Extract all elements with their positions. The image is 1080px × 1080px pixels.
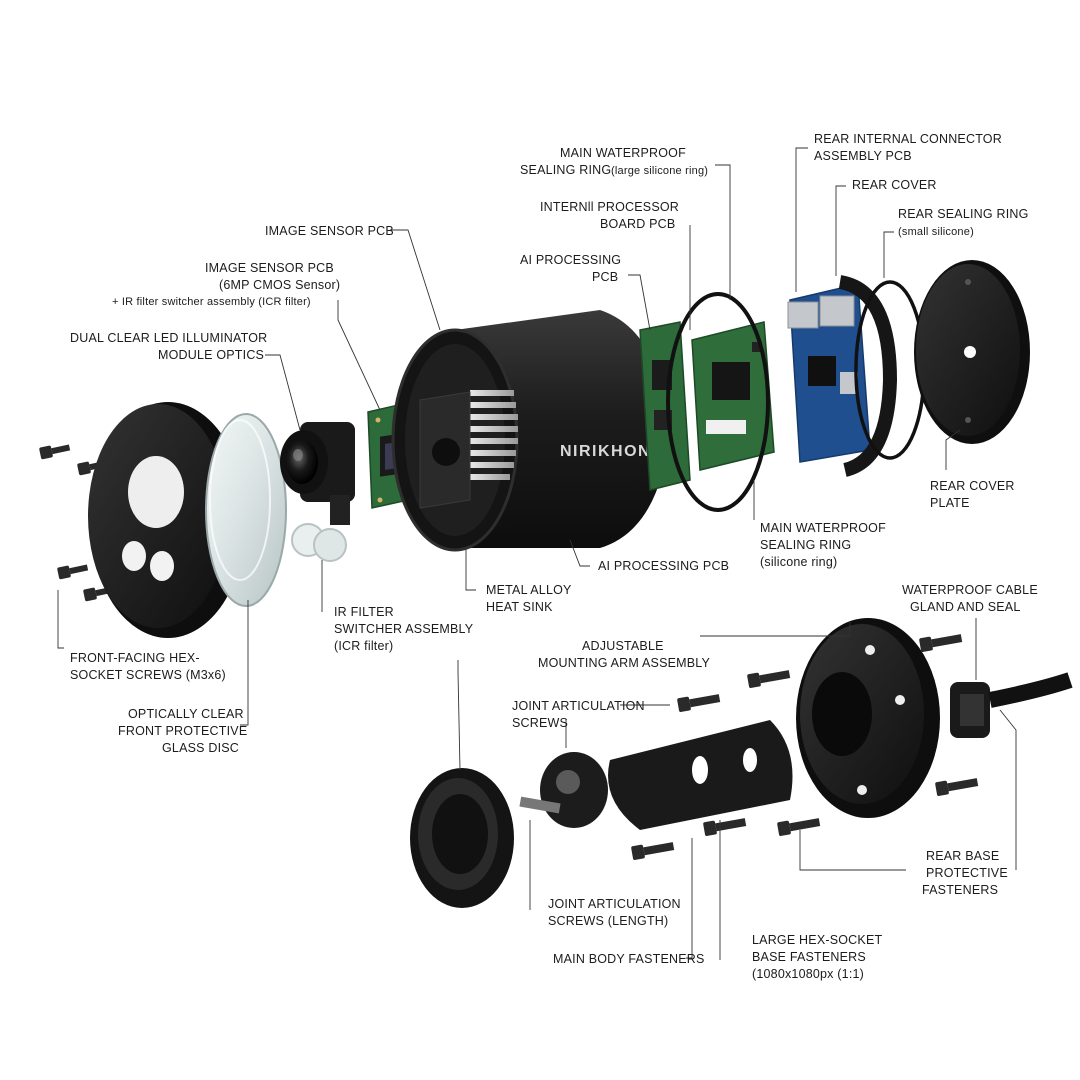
label-dual-led-optics: DUAL CLEAR LED ILLUMINATOR [70,331,267,345]
label-rear-base-fasteners-2: PROTECTIVE [926,866,1008,880]
internal-processor-pcb [691,321,775,471]
label-main-ring-silicone-2: SEALING RING [760,538,851,552]
lens-module [280,422,355,525]
label-image-sensor-pcb-detail-3: + IR filter switcher assembly (ICR filte… [112,296,311,308]
label-ai-pcb-bottom: AI PROCESSING PCB [598,559,729,573]
label-image-sensor-pcb-top: IMAGE SENSOR PCB [265,224,394,238]
label-ir-filter: IR FILTER [334,605,394,619]
mount-cup [410,768,514,908]
label-ir-filter-3: (ICR filter) [334,639,393,653]
label-ai-pcb-top-2: PCB [592,270,618,284]
main-housing: NIRIKHON [391,310,670,552]
label-large-base-fasteners: LARGE HEX-SOCKET [752,933,882,947]
label-main-ring-large-2: SEALING RING [520,163,611,177]
label-main-ring-large: MAIN WATERPROOF [560,146,686,160]
label-rear-cover-plate-2: PLATE [930,496,970,510]
label-cable-gland: WATERPROOF CABLE [902,583,1038,597]
glass-disc [205,413,287,607]
label-ai-pcb-top: AI PROCESSING [520,253,621,267]
mount-screws [631,634,979,860]
label-joint-screws-2: SCREWS [512,716,568,730]
label-rear-sealing-ring: REAR SEALING RING [898,207,1029,221]
label-rear-connector: REAR INTERNAL CONNECTOR [814,132,1002,146]
heat-sink-fins [470,390,518,480]
label-main-ring-silicone-3: (silicone ring) [760,555,837,569]
label-internal-processor: INTERNll PROCESSOR [540,200,679,214]
label-heat-sink: METAL ALLOY [486,583,572,597]
label-joint-screws-length: JOINT ARTICULATION [548,897,681,911]
label-joint-screws: JOINT ARTICULATION [512,699,645,713]
label-rear-cover: REAR COVER [852,178,937,192]
front-bezel [88,402,246,638]
rear-cover-plate [914,260,1030,444]
main-sealing-ring [666,292,770,512]
cable-gland [950,672,1073,738]
label-rear-cover-plate: REAR COVER [930,479,1015,493]
label-image-sensor-pcb-detail: IMAGE SENSOR PCB [205,261,334,275]
rear-cover-frame [838,275,898,477]
label-glass-disc-3: GLASS DISC [162,741,239,755]
label-rear-base-fasteners: REAR BASE [926,849,999,863]
label-rear-connector-2: ASSEMBLY PCB [814,149,912,163]
label-mounting-arm: ADJUSTABLE [582,639,664,653]
label-main-ring-silicone: MAIN WATERPROOF [760,521,886,535]
label-heat-sink-2: HEAT SINK [486,600,553,614]
brand-logo: NIRIKHON [560,443,651,460]
label-internal-processor-2: BOARD PCB [600,217,675,231]
label-rear-base-fasteners-3: FASTENERS [922,883,998,897]
label-image-sensor-pcb-detail-2: (6MP CMOS Sensor) [219,278,340,292]
rear-connector-pcb [787,283,871,463]
label-dual-led-optics-2: MODULE OPTICS [158,348,264,362]
mount-base-plate [796,618,940,818]
label-main-body-fasteners: MAIN BODY FASTENERS [553,952,705,966]
label-mounting-arm-2: MOUNTING ARM ASSEMBLY [538,656,711,670]
mount-arm-body [608,720,793,830]
label-large-base-fasteners-3: (1080x1080px (1:1) [752,967,864,981]
ir-filter-optics [291,523,347,562]
label-joint-screws-length-2: SCREWS (LENGTH) [548,914,668,928]
label-ir-filter-2: SWITCHER ASSEMBLY [334,622,474,636]
labels: IMAGE SENSOR PCB IMAGE SENSOR PCB (6MP C… [70,132,1038,981]
label-cable-gland-2: GLAND AND SEAL [910,600,1020,614]
mount-ball-joint [519,752,608,828]
label-glass-disc-2: FRONT PROTECTIVE [118,724,247,738]
label-front-screws-2: SOCKET SCREWS (M3x6) [70,668,226,682]
label-rear-sealing-ring-2: (small silicone) [898,226,974,238]
leader-lines [57,147,1017,960]
label-front-screws: FRONT-FACING HEX- [70,651,200,665]
label-large-base-fasteners-2: BASE FASTENERS [752,950,866,964]
label-main-ring-large-3: (large silicone ring) [611,165,708,177]
label-glass-disc: OPTICALLY CLEAR [128,707,244,721]
